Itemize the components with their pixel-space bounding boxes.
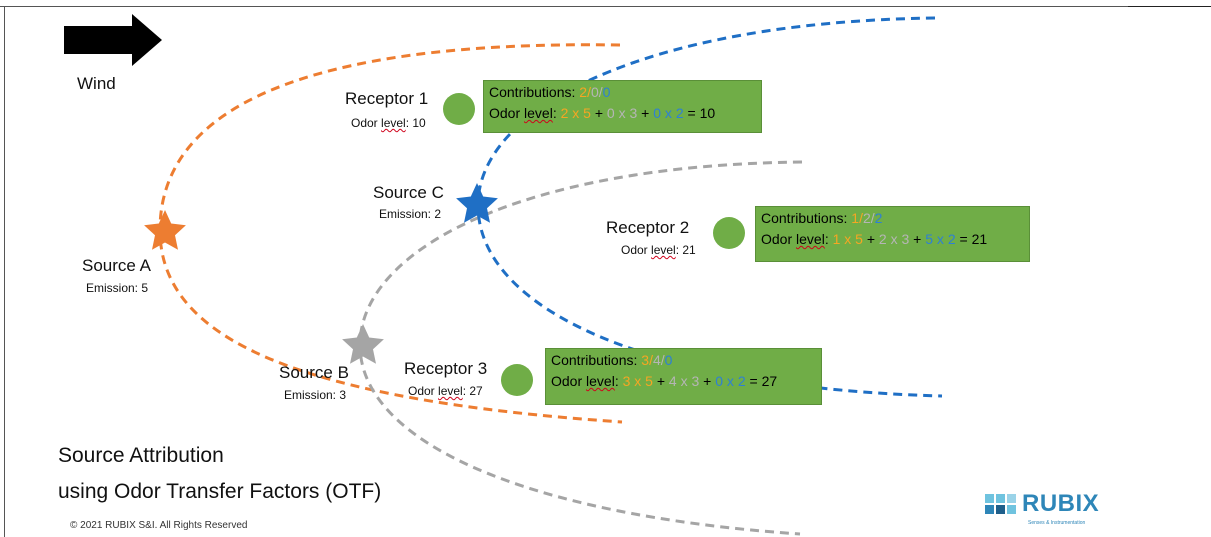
top-right-rule [1128, 6, 1211, 7]
receptor-3-dot [501, 364, 533, 396]
source-b-star-icon [342, 324, 384, 364]
odor-level-row: Odor level: 3 x 5 + 4 x 3 + 0 x 2 = 27 [551, 373, 778, 389]
wind-arrow-icon [64, 14, 162, 66]
source-b-name: Source B [279, 363, 349, 382]
receptor-3-calculation-box: Contributions: 3/4/0 Odor level: 3 x 5 +… [545, 348, 822, 405]
wind-label: Wind [77, 74, 116, 93]
slide-title-line-2: using Odor Transfer Factors (OTF) [58, 480, 382, 503]
contributions-row: Contributions: 3/4/0 [551, 352, 673, 368]
receptor-1-odor-level: Odor level: 10 [351, 116, 426, 130]
receptor-3-odor-level: Odor level: 27 [408, 384, 483, 398]
receptor-1-calculation-box: Contributions: 2/0/0 Odor level: 2 x 5 +… [483, 80, 762, 133]
copyright-notice: © 2021 RUBIX S&I. All Rights Reserved [70, 520, 248, 531]
source-c-star-icon [456, 183, 498, 223]
source-a-name: Source A [82, 256, 151, 275]
receptor-2-calculation-box: Contributions: 1/2/2 Odor level: 1 x 5 +… [755, 206, 1030, 262]
receptor-2-dot [713, 217, 745, 249]
logo-tagline: Senses & Instrumentation [1028, 520, 1086, 526]
receptor-2-odor-level: Odor level: 21 [621, 243, 696, 257]
source-a-emission: Emission: 5 [86, 281, 149, 295]
receptor-2-name: Receptor 2 [606, 218, 690, 237]
logo-wordmark: RUBIX [1022, 490, 1100, 517]
rubix-logo-icon [985, 494, 1016, 514]
source-b-emission: Emission: 3 [284, 388, 347, 402]
top-border [0, 6, 1211, 7]
receptor-1-dot [443, 93, 475, 125]
receptor-3-name: Receptor 3 [404, 359, 488, 378]
receptor-1-name: Receptor 1 [345, 89, 429, 108]
left-border [4, 6, 5, 537]
contributions-row: Contributions: 1/2/2 [761, 210, 883, 226]
source-c-name: Source C [373, 183, 444, 202]
contributions-row: Contributions: 2/0/0 [489, 84, 611, 100]
odor-level-row: Odor level: 2 x 5 + 0 x 3 + 0 x 2 = 10 [489, 105, 716, 121]
source-c-emission: Emission: 2 [379, 207, 442, 221]
odor-level-row: Odor level: 1 x 5 + 2 x 3 + 5 x 2 = 21 [761, 231, 988, 247]
source-a-star-icon [144, 210, 186, 250]
slide-title-line-1: Source Attribution [58, 444, 224, 467]
